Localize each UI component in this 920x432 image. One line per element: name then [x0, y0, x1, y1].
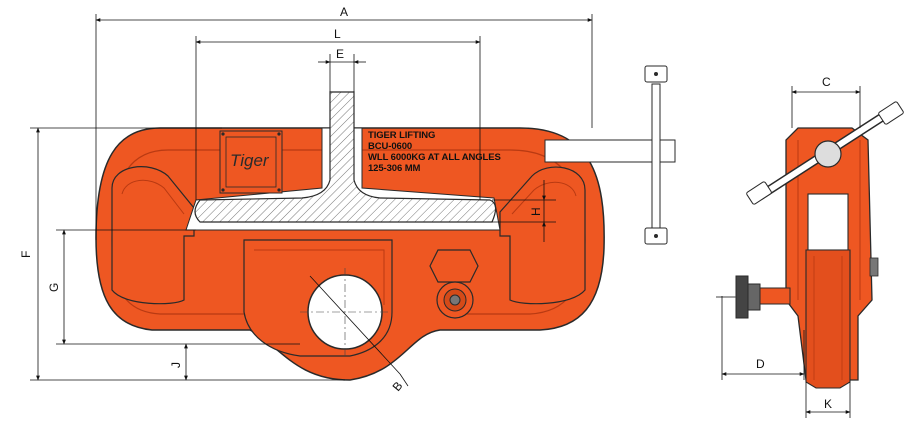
dim-label-k: K — [824, 397, 832, 411]
nameplate-line-4: 125-306 MM — [368, 163, 421, 174]
tiger-logo-badge: Tiger — [219, 130, 283, 194]
locking-bolt — [429, 249, 479, 319]
clamp-screw-handle — [544, 65, 676, 245]
front-dimensions — [30, 14, 593, 387]
dim-label-l: L — [334, 27, 341, 41]
nameplate-line-1: TIGER LIFTING — [368, 130, 435, 141]
clamp-front-view: Tiger TIGER LIFTING BCU-0600 WLL 6000KG … — [95, 65, 676, 381]
side-handle-bar — [746, 101, 904, 205]
dim-label-f: F — [19, 251, 33, 258]
dim-label-e: E — [336, 47, 344, 61]
side-dimensions — [721, 86, 861, 418]
clamp-side-view — [716, 101, 904, 389]
right-lobe-window — [499, 166, 586, 305]
nameplate: TIGER LIFTING BCU-0600 WLL 6000KG AT ALL… — [368, 130, 501, 174]
side-bolt — [716, 275, 791, 319]
dim-label-g: G — [47, 283, 61, 292]
nameplate-line-3: WLL 6000KG AT ALL ANGLES — [368, 152, 501, 163]
dim-label-b: B — [390, 379, 406, 394]
dim-label-c: C — [822, 75, 831, 89]
logo-text: Tiger — [230, 151, 270, 170]
dim-label-h: H — [529, 207, 543, 216]
dim-label-a: A — [340, 5, 348, 19]
dim-label-j: J — [169, 362, 183, 368]
nameplate-line-2: BCU-0600 — [368, 141, 412, 152]
side-dimension-labels: C D K — [756, 75, 832, 411]
dim-label-d: D — [756, 357, 765, 371]
